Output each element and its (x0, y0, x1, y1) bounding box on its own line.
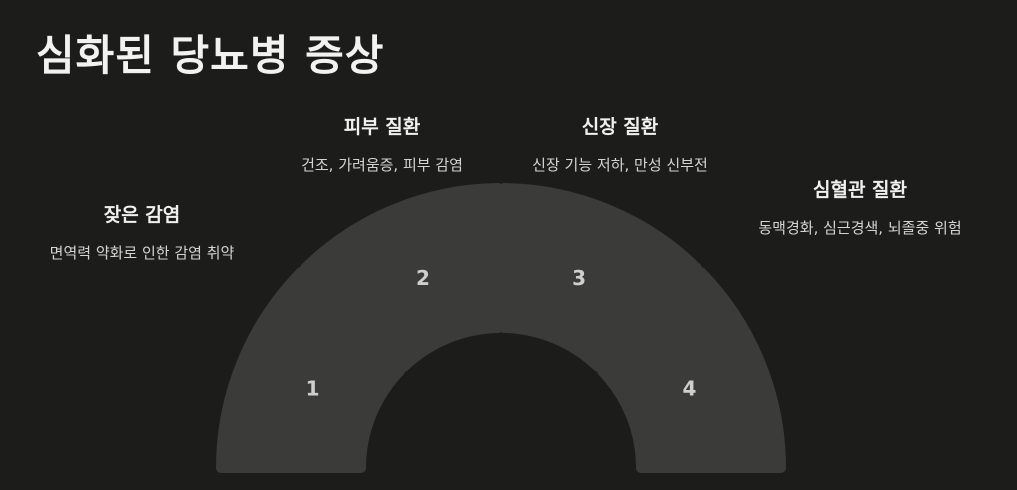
segment-number-3: 3 (572, 266, 586, 290)
segment-number-2: 2 (416, 266, 430, 290)
segment-1 (216, 267, 405, 473)
segment-4 (597, 267, 786, 473)
segment-heading-1: 잦은 감염 (103, 204, 181, 226)
segment-description-2: 건조, 가려움증, 피부 감염 (301, 156, 463, 174)
segment-number-1: 1 (306, 376, 320, 400)
segment-label-2: 피부 질환 건조, 가려움증, 피부 감염 (262, 112, 502, 177)
segment-description-3: 신장 기능 저하, 만성 신부전 (532, 156, 708, 174)
segment-description-4: 동맥경화, 심근경색, 뇌졸중 위험 (758, 219, 962, 237)
segment-heading-3: 신장 질환 (581, 116, 659, 138)
segment-label-4: 심혈관 질환 동맥경화, 심근경색, 뇌졸중 위험 (740, 175, 980, 240)
segment-description-1: 면역력 약화로 인한 감염 취약 (49, 244, 235, 262)
segment-label-1: 잦은 감염 면역력 약화로 인한 감염 취약 (22, 200, 262, 265)
segment-2 (300, 183, 503, 372)
page-title: 심화된 당뇨병 증상 (36, 31, 385, 80)
segment-3 (499, 183, 702, 372)
segment-heading-2: 피부 질환 (343, 116, 421, 138)
segment-label-3: 신장 질환 신장 기능 저하, 만성 신부전 (500, 112, 740, 177)
segment-heading-4: 심혈관 질환 (812, 179, 907, 201)
segment-number-4: 4 (683, 376, 697, 400)
